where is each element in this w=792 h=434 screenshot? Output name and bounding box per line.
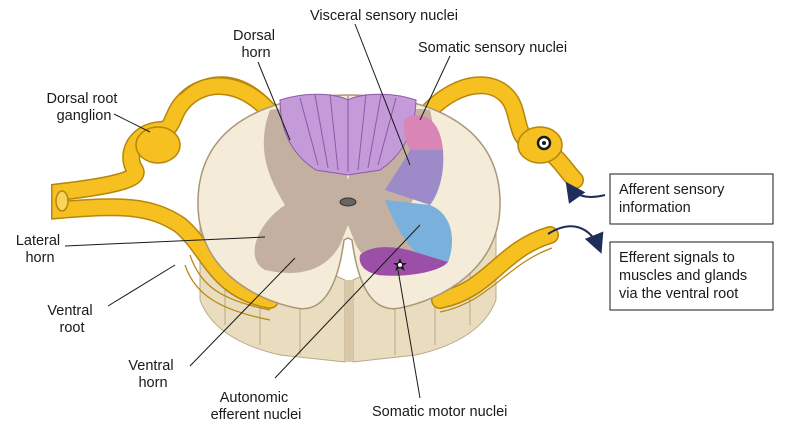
dorsal-root-ganglion-body xyxy=(135,126,181,164)
label-somatic-sensory-nuclei: Somatic sensory nuclei xyxy=(418,40,567,56)
visceral-sensory-region xyxy=(385,150,444,205)
efferent-callout-box xyxy=(609,241,774,311)
dorsal-fibers xyxy=(279,93,417,176)
label-visceral-sensory-nuclei: Visceral sensory nuclei xyxy=(310,8,458,24)
label-somatic-motor-nuclei: Somatic motor nuclei xyxy=(372,404,507,420)
left-nerve xyxy=(51,76,279,321)
label-lateral-horn: Lateral horn xyxy=(16,233,64,266)
label-ventral-root: Ventral root xyxy=(47,303,96,336)
label-dorsal-root-ganglion: Dorsal root ganglion xyxy=(47,91,122,124)
autonomic-efferent-region xyxy=(385,200,453,262)
nerve-cut-end xyxy=(55,190,69,212)
afferent-arrow xyxy=(565,181,606,204)
afferent-callout-box xyxy=(609,173,774,225)
somatic-motor-region xyxy=(359,247,448,276)
right-nerve xyxy=(421,76,584,313)
motor-neuron-icon xyxy=(393,258,407,271)
leader-lines xyxy=(64,23,451,399)
efferent-callout-text: Efferent signals to muscles and glands v… xyxy=(619,250,751,302)
label-autonomic-efferent-nuclei: Autonomic efferent nuclei xyxy=(211,390,302,423)
central-canal xyxy=(339,197,357,207)
label-dorsal-horn: Dorsal horn xyxy=(233,28,279,61)
somatic-sensory-region xyxy=(403,115,443,150)
efferent-arrow xyxy=(547,225,604,254)
afferent-callout-text: Afferent sensory information xyxy=(619,182,728,216)
label-ventral-horn: Ventral horn xyxy=(128,358,177,391)
